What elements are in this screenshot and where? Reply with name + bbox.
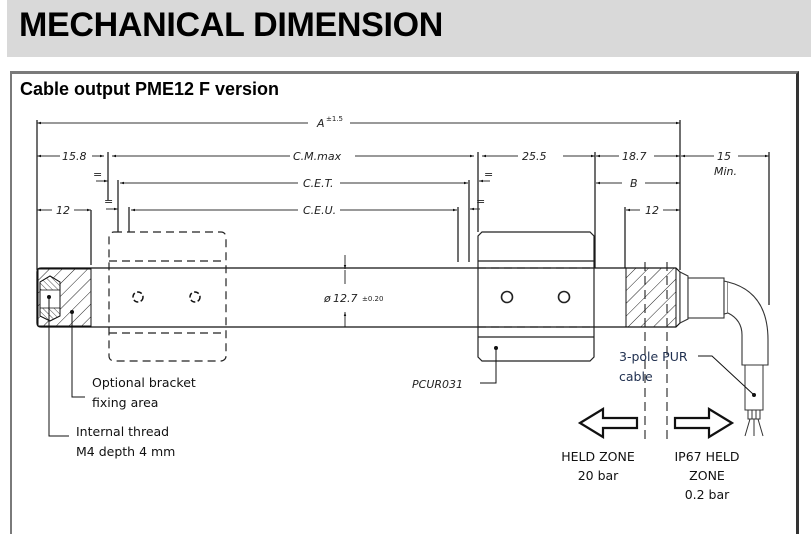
cable-leader	[698, 355, 755, 396]
optional-bracket-note: Optional bracket	[92, 375, 196, 390]
optional-bracket-note: fixing area	[92, 395, 158, 410]
dim-b-label: B	[630, 177, 638, 190]
pcur031-bracket	[477, 231, 595, 362]
pcur031-label: PCUR031	[412, 378, 463, 391]
dim-ceu: C.E.U.	[303, 204, 336, 217]
arrow-left-icon	[577, 407, 639, 439]
internal-thread-note: Internal thread	[76, 424, 169, 439]
ip67-zone-pressure: 0.2 bar	[685, 487, 730, 502]
cable-bend	[727, 281, 769, 366]
cable-gland	[679, 271, 729, 324]
cable-end	[744, 364, 764, 411]
bracket-leader	[71, 312, 85, 398]
equal-mark: =	[476, 195, 485, 208]
diameter-value: 12.7	[333, 292, 358, 305]
dim-right-end: 18.7	[622, 150, 647, 163]
extension-lines	[36, 120, 770, 305]
internal-thread-note: M4 depth 4 mm	[76, 444, 175, 459]
bracket-hole-icon	[132, 291, 201, 303]
thread-leader	[48, 297, 69, 437]
equal-mark: =	[93, 168, 102, 181]
dim-cable-min: 15	[717, 150, 731, 163]
dim-left-offset: 15.8	[62, 150, 87, 163]
held-zone-label: HELD ZONE	[561, 449, 635, 464]
equal-mark: =	[484, 168, 493, 181]
dim-right-fix: 12	[645, 204, 659, 217]
cable-note: 3-pole PUR	[619, 349, 688, 364]
dim-a-tolerance: ±1.5	[326, 115, 343, 123]
dim-cable-min-note: Min.	[714, 165, 737, 178]
dim-cet: C.E.T.	[303, 177, 334, 190]
ip67-zone-label: ZONE	[689, 468, 725, 483]
dim-a-label: A	[316, 117, 325, 130]
held-zone-pressure: 20 bar	[578, 468, 619, 483]
dimension-lines	[37, 121, 769, 327]
optional-bracket-outline	[108, 231, 227, 362]
zone-boundary	[644, 262, 668, 440]
diameter-tolerance: ±0.20	[362, 295, 383, 303]
equal-mark: =	[104, 195, 113, 208]
dim-left-fix: 12	[56, 204, 70, 217]
dim-right-gap: 25.5	[522, 150, 547, 163]
cable-wires-icon	[744, 409, 764, 437]
cable-note: cable	[619, 369, 653, 384]
header-band	[7, 0, 811, 57]
ip67-zone-label: IP67 HELD	[675, 449, 740, 464]
panel-title: Cable output PME12 F version	[20, 79, 280, 99]
right-end-hatch	[625, 267, 677, 328]
dim-cm-max: C.M.max	[293, 150, 342, 163]
page-title: MECHANICAL DIMENSION	[19, 6, 444, 44]
arrow-right-icon	[673, 407, 735, 439]
diameter-symbol: ø	[323, 292, 331, 305]
